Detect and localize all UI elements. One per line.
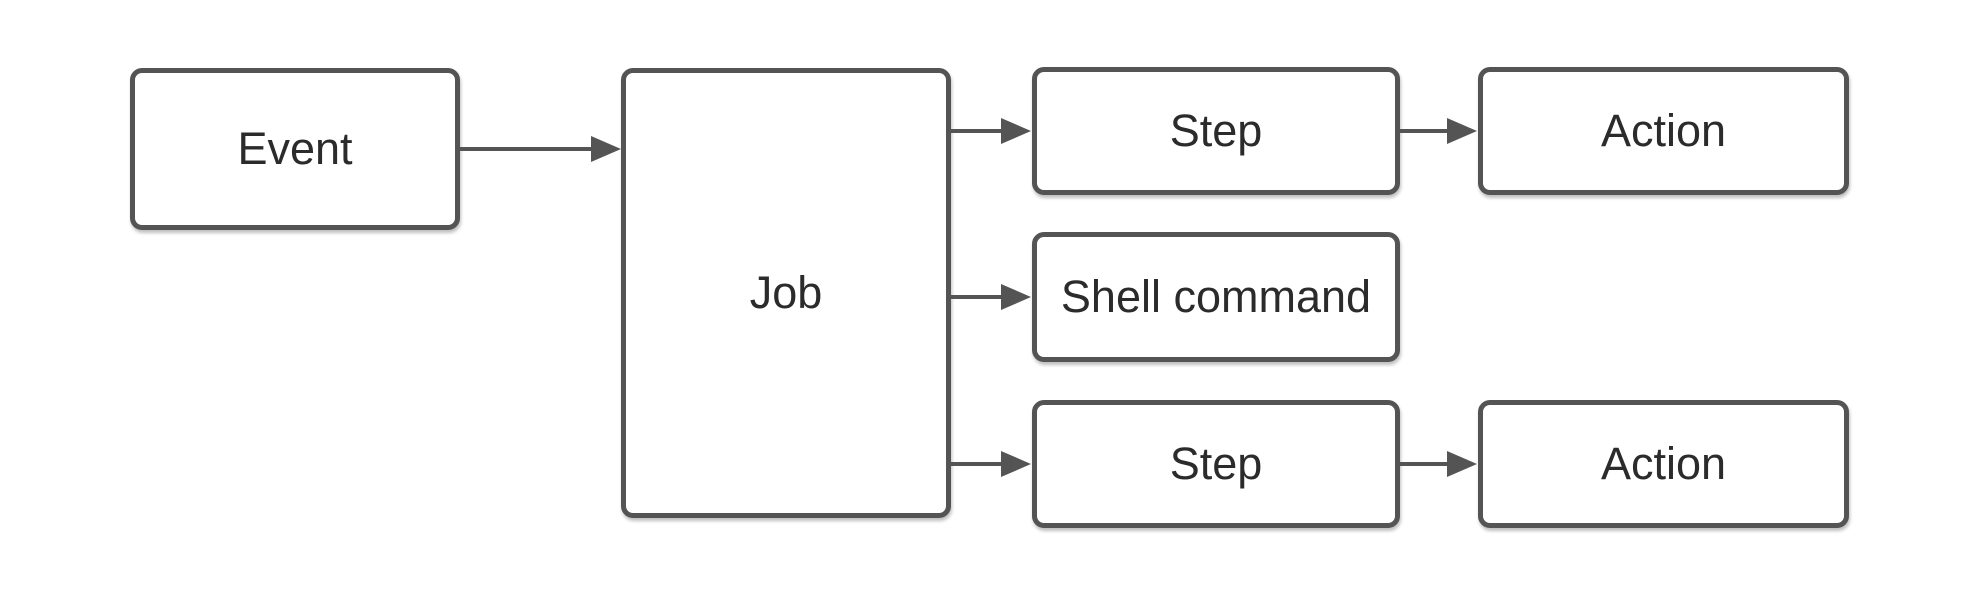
node-shell-command-label: Shell command [1060, 271, 1372, 322]
edge-job-to-step-bottom [951, 451, 1031, 477]
node-step-bottom: Step [1032, 400, 1400, 528]
node-action-top: Action [1478, 67, 1849, 195]
edge-step-top-to-action-top [1400, 118, 1477, 144]
edge-step-bottom-to-action-bottom [1400, 451, 1477, 477]
node-shell-command: Shell command [1032, 232, 1400, 362]
edge-job-to-step-top [951, 118, 1031, 144]
node-step-bottom-label: Step [1169, 438, 1263, 489]
node-job-label: Job [749, 267, 823, 318]
edge-job-to-shell-command [951, 284, 1031, 310]
node-action-bottom-label: Action [1600, 438, 1727, 489]
node-step-top-label: Step [1169, 105, 1263, 156]
node-event-label: Event [237, 123, 353, 174]
node-event: Event [130, 68, 460, 230]
node-job: Job [621, 68, 951, 518]
node-action-bottom: Action [1478, 400, 1849, 528]
node-action-top-label: Action [1600, 105, 1727, 156]
edge-event-to-job [460, 136, 621, 162]
node-step-top: Step [1032, 67, 1400, 195]
